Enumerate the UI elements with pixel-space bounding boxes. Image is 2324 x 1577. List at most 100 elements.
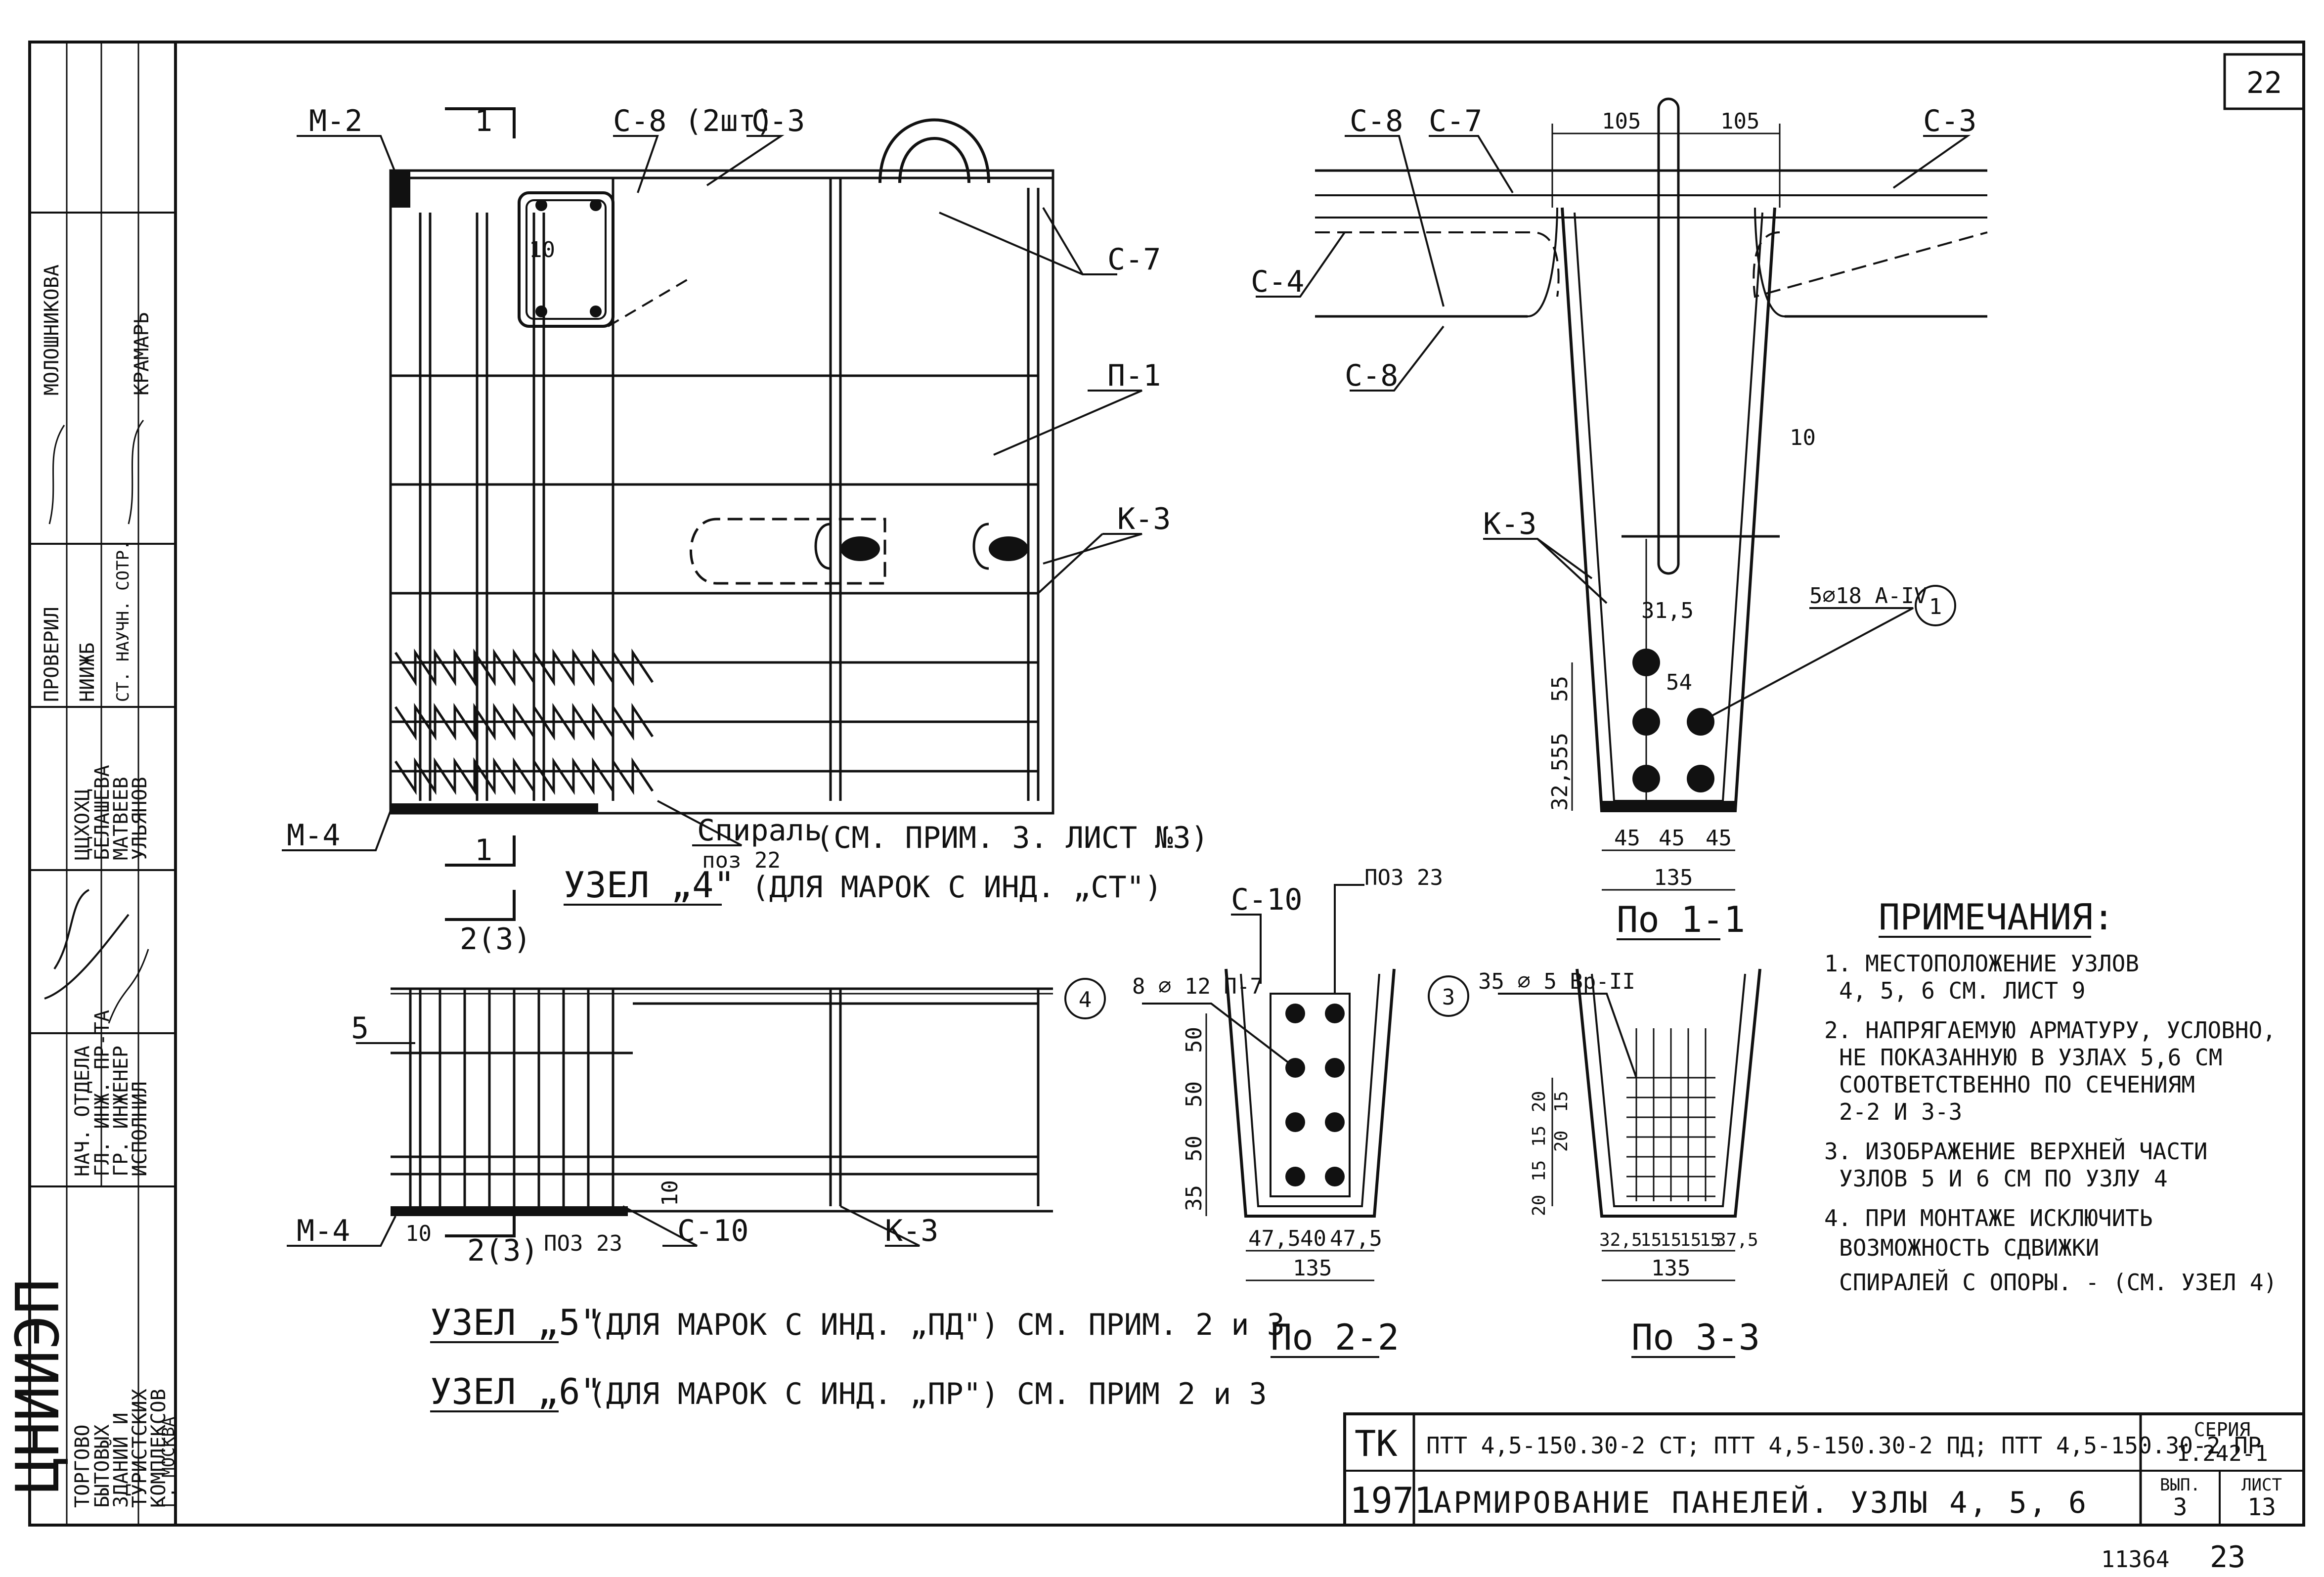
node-5-6-drawing: 2(3) 5 М: [287, 890, 1285, 1412]
section-mark-1-top: 1: [475, 104, 492, 138]
callout-4: 4: [1079, 987, 1092, 1012]
node-5-subtitle: (ДЛЯ МАРОК С ИНД. „ПД") СМ. ПРИМ. 2 и 3: [588, 1308, 1285, 1342]
sheet-value: 13: [2247, 1493, 2276, 1521]
footer-page: 23: [2210, 1540, 2245, 1575]
name-6: КРАМАРЬ: [131, 312, 153, 395]
label-pos23: ПОЗ 23: [544, 1231, 622, 1256]
label-c8-2pcs: С-8 (2шт): [613, 104, 774, 138]
dim-15-w3: 15: [1680, 1230, 1701, 1250]
section-mark-1-bottom: 1: [475, 833, 492, 868]
dim-47-5-b: 47,5: [1330, 1226, 1382, 1251]
label-p1: П-1: [1107, 358, 1161, 393]
name-4: УЛЬЯНОВ: [129, 777, 151, 860]
dim-10: 10: [1790, 425, 1816, 450]
callout-3: 3: [1442, 985, 1455, 1010]
dim-15-w4: 15: [1700, 1230, 1721, 1250]
dim-15-w1: 15: [1640, 1230, 1662, 1250]
dim-20-b: 20: [1551, 1131, 1572, 1152]
issue-value: 3: [2173, 1493, 2188, 1521]
tk-label: ТК: [1355, 1423, 1398, 1464]
sheet-label: ЛИСТ: [2241, 1475, 2282, 1495]
label-c8-bottom: С-8: [1345, 358, 1398, 393]
dim-54: 54: [1666, 670, 1692, 695]
note-line-8: УЗЛОВ 5 И 6 СМ ПО УЗЛУ 4: [1839, 1165, 2168, 1192]
name-5: МОЛОШНИКОВА: [41, 264, 63, 395]
dim-45-c: 45: [1706, 826, 1732, 851]
section-1-1-title: По 1-1: [1617, 899, 1745, 940]
label-k3: К-3: [885, 1214, 938, 1248]
node-4-drawing: М-2 1 С-8 (2шт) С-3 10 С-7 П-1 К-3 М-4 1…: [282, 104, 1209, 906]
label-c3: С-3: [751, 104, 805, 138]
dim-55-b: 55: [1547, 733, 1573, 759]
dim-32-5: 32,5: [1547, 758, 1573, 811]
dim-15-b: 15: [1529, 1126, 1549, 1147]
notes-block: ПРИМЕЧАНИЯ: 1. МЕСТОПОЛОЖЕНИЕ УЗЛОВ 4, 5…: [1824, 896, 2277, 1296]
series-label: СЕРИЯ: [2194, 1419, 2250, 1441]
org-line-1: ТОРГОВО: [71, 1424, 94, 1508]
label-c4: С-4: [1251, 264, 1304, 299]
name-2: БЕЛАШЕВА: [91, 765, 114, 860]
label-c7: С-7: [1107, 242, 1161, 277]
org-line-2: БЫТОВЫХ: [91, 1424, 114, 1508]
dim-50-c: 50: [1182, 1136, 1207, 1162]
note-line-2: 4, 5, 6 СМ. ЛИСТ 9: [1839, 977, 2086, 1004]
signature-3: [48, 420, 144, 525]
dim-15-w2: 15: [1660, 1230, 1681, 1250]
anchor-section: [840, 536, 880, 561]
role-group-engineer: ГР. ИНЖЕНЕР: [110, 1046, 132, 1177]
org-line-6: Г. МОСКВА: [159, 1417, 178, 1508]
node-5-vertical-rebars: [409, 989, 1040, 1206]
note-line-1: 1. МЕСТОПОЛОЖЕНИЕ УЗЛОВ: [1824, 950, 2139, 977]
dim-15-a: 15: [1551, 1091, 1572, 1112]
signature-2: [108, 949, 149, 1024]
org-logo-text: ЦНИИЭП: [4, 1279, 73, 1493]
embedded-plate-m4: [391, 803, 598, 814]
checked-label: ПРОВЕРИЛ: [41, 607, 63, 702]
drawing-title: АРМИРОВАНИЕ ПАНЕЛЕЙ. УЗЛЫ 4, 5, 6: [1434, 1485, 2088, 1520]
issue-label: ВЫП.: [2160, 1475, 2200, 1495]
node-5-horizontal-rebars: [391, 1002, 1038, 1176]
note-line-11: СПИРАЛЕЙ С ОПОРЫ. - (СМ. УЗЕЛ 4): [1839, 1269, 2277, 1296]
dim-10-a: 10: [405, 1221, 432, 1246]
frame-c8: [518, 191, 614, 328]
embedded-plate-m2: [391, 171, 410, 208]
role-head-of-dept: НАЧ. ОТДЕЛА: [71, 1046, 94, 1177]
section-2-2-drawing: С-10 ПОЗ 23 8 ⌀ 12 П-7 4 50 50 50 35 47,…: [1064, 865, 1443, 1358]
lifting-loop: [878, 118, 990, 183]
node-5-title: УЗЕЛ „5": [430, 1302, 602, 1343]
label-m4: М-4: [287, 818, 340, 853]
role-chief-engineer: ГЛ. ИНЖ. ПР-ТА: [91, 1010, 114, 1177]
dim-135: 135: [1654, 865, 1693, 890]
dim-10-b: 10: [658, 1180, 683, 1206]
dim-10: 10: [529, 237, 555, 263]
loop-bar: [1657, 97, 1680, 575]
notes-title: ПРИМЕЧАНИЯ:: [1879, 896, 2114, 938]
dim-47-5-a: 47,5: [1248, 1226, 1301, 1251]
label-c10: С-10: [677, 1214, 749, 1248]
section-1-1-drawing: С-8 С-7 105 105 С-3 С-4 С-8 10 К-3 5⌀18 …: [1251, 97, 1988, 940]
dim-45-b: 45: [1659, 826, 1685, 851]
side-table: ЦНИИЭП ТОРГОВО БЫТОВЫХ ЗДАНИЙ И ТУРИСТСК…: [4, 42, 178, 1525]
dim-105-right: 105: [1720, 109, 1759, 134]
note-line-5: СООТВЕТСТВЕННО ПО СЕЧЕНИЯМ: [1839, 1071, 2195, 1098]
dim-135: 135: [1293, 1256, 1332, 1281]
sheet-number: 22: [2246, 66, 2282, 100]
dim-55-a: 55: [1547, 676, 1573, 702]
label-note-ref: (СМ. ПРИМ. 3. ЛИСТ №3): [816, 821, 1209, 855]
spiral-reinforcement: [394, 648, 654, 795]
label-c8-top: С-8: [1350, 104, 1403, 138]
section-2-2-title: По 2-2: [1271, 1316, 1399, 1358]
name-1: ЦЦХОХЦ: [71, 789, 94, 861]
dim-50-b: 50: [1182, 1081, 1207, 1107]
dim-20-a: 20: [1529, 1091, 1549, 1112]
org-line-3: ЗДАНИЙ И: [109, 1412, 132, 1508]
section-mark-2-3-top: 2(3): [460, 922, 531, 957]
org-line-5: КОМПЛЕКСОВ: [147, 1389, 170, 1508]
note-line-4: НЕ ПОКАЗАННУЮ В УЗЛАХ 5,6 СМ: [1839, 1044, 2222, 1071]
label-k3: К-3: [1483, 507, 1536, 541]
dim-135: 135: [1651, 1256, 1690, 1281]
label-spiral: Спираль: [697, 813, 822, 848]
label-c7: С-7: [1429, 104, 1482, 138]
prestressed-strands: [1632, 649, 1714, 792]
